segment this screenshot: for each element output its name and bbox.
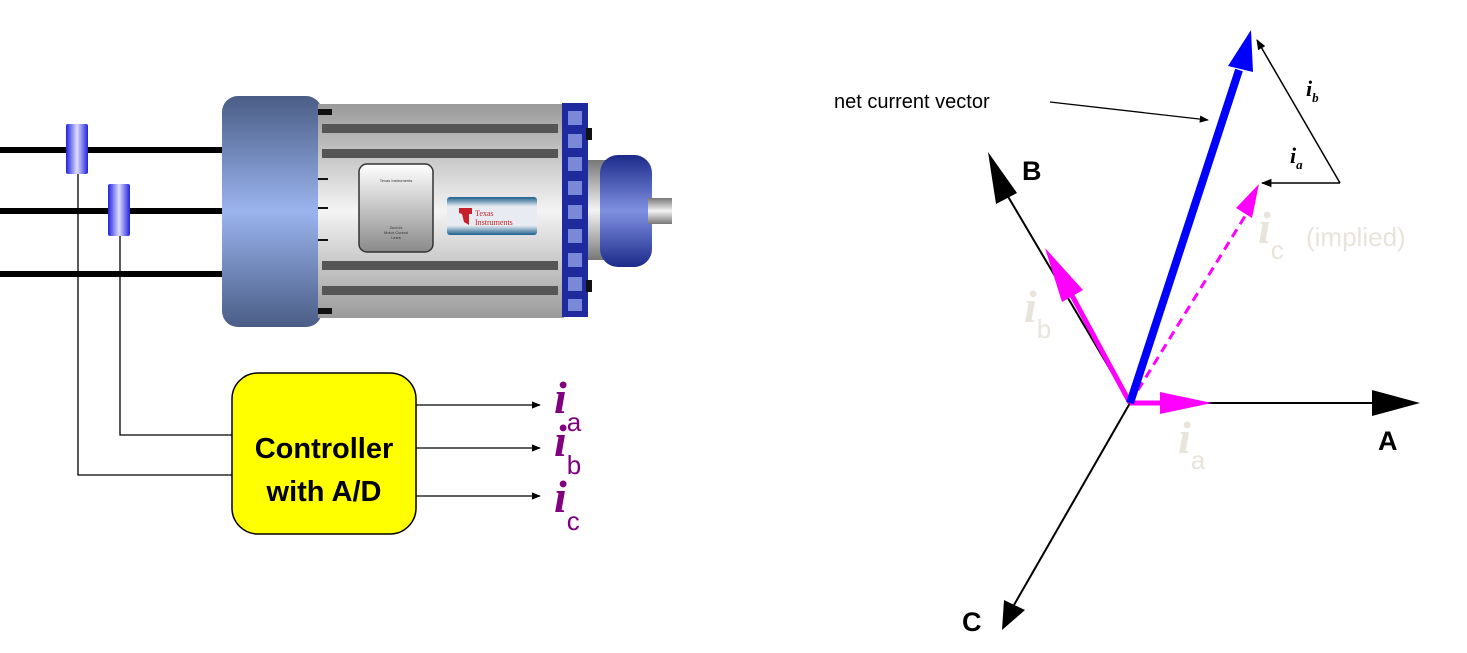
label-ic: ic [1258,202,1284,265]
axis-c [1013,402,1131,606]
ti-logo-text-1: Texas [475,209,494,218]
net-current-arrowhead [1228,30,1253,72]
vector-ic-implied [1128,207,1252,404]
controller-block: Controller with A/D ia ib ic [231,372,582,536]
motor-nameplate [358,163,434,253]
motor-hub [600,155,652,267]
motor-shaft [648,198,672,224]
net-current-label: net current vector [834,91,990,113]
triangle-ib-arrow [1256,39,1341,184]
motor-endcap [222,96,322,327]
controller-label-line-1: Controller [255,433,394,465]
nameplate-line-3: Motor Control [384,230,408,235]
motor-cooling-fins [322,124,558,295]
nameplate-line-1: Texas Instruments [380,178,412,183]
controller-label-line-2: with A/D [266,476,382,508]
sensor-wire-a [77,174,232,476]
axis-b-arrowhead [988,152,1017,204]
vector-diagram: A B C ib ia net current vector [834,30,1420,637]
vector-ib [1065,286,1133,405]
nameplate-line-2: Zuoni's [390,225,403,230]
ti-logo-icon [459,208,472,225]
output-label-ib: ib [554,415,581,480]
sensor-wire-b [119,236,232,436]
controller-box [231,372,417,535]
output-label-ia: ia [554,372,582,437]
label-ia: ia [1178,412,1206,475]
ti-logo-text-2: Instruments [475,218,513,227]
axis-a-label: A [1378,426,1398,456]
axis-c-arrowhead [1002,600,1025,630]
ti-logo-plate [447,197,537,235]
current-sensor-b [108,184,130,236]
output-label-ic: ic [554,471,580,536]
vector-ia-arrowhead [1160,392,1212,414]
vector-ic-arrowhead [1236,184,1259,218]
nameplate-line-4: Lines [391,235,401,240]
axis-c-label: C [962,607,982,637]
triangle-ia-label: ia [1290,143,1303,172]
net-current-vector [1126,68,1243,405]
flange-teeth [568,111,582,311]
axis-b-label: B [1022,156,1042,186]
motor-body-ticks [318,109,332,314]
motor-diagram: Texas Instruments Zuoni's Motor Control … [0,96,672,476]
label-ib: ib [1024,281,1051,344]
label-ic-implied-note: (implied) [1306,222,1406,252]
current-sensor-a [66,124,88,174]
net-current-leader [1049,101,1209,123]
axis-a-arrowhead [1372,390,1420,416]
vector-ib-arrowhead [1045,248,1083,302]
triangle-ib-label: ib [1306,76,1319,105]
